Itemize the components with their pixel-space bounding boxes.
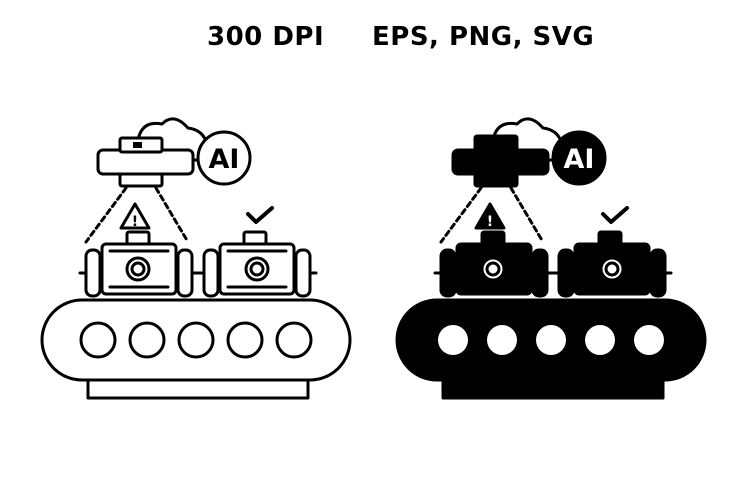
ai-conveyor-solid-icon: AI ! [395,117,707,400]
formats-label: EPS, PNG, SVG [372,22,595,52]
check-icon [246,206,274,224]
ai-conveyor-outline-icon: AI ! [40,117,352,400]
header: 300 DPI EPS, PNG, SVG [0,22,750,62]
ai-badge-text: AI [209,144,240,175]
ai-badge [196,130,252,186]
conveyor-base [86,378,310,400]
ai-badge-text: AI [564,144,595,175]
camera-top [473,134,519,154]
warning-icon [474,202,506,230]
resolution-label: 300 DPI [207,22,325,52]
camera-lens [118,172,164,188]
warning-mark: ! [132,214,138,230]
motor-approved [551,230,673,298]
warning-icon [119,202,151,230]
motor-approved [196,230,318,298]
camera-body [451,148,550,176]
camera-body [96,148,195,176]
motor-rejected [433,230,555,298]
conveyor-base [441,378,665,400]
ai-badge [551,130,607,186]
motor-rejected [78,230,200,298]
camera-lens [473,172,519,188]
check-icon [601,206,629,224]
warning-mark: ! [487,214,493,230]
